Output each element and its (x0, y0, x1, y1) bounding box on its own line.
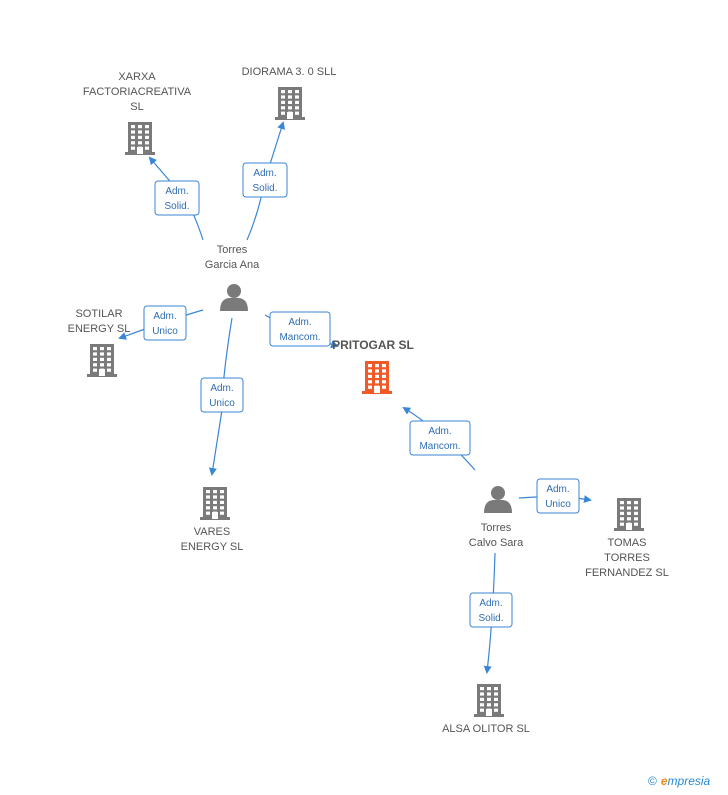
person-icon (484, 486, 512, 513)
edge-label-box (469, 592, 513, 628)
node-label: Torres (217, 244, 248, 256)
node-vares[interactable]: VARES ENERGY SL (181, 487, 244, 553)
node-alsa[interactable]: ALSA OLITOR SL (442, 684, 530, 735)
edge-label-box (269, 311, 331, 347)
node-label: XARXA (118, 71, 156, 83)
edge-label-text: Mancom. (419, 441, 460, 452)
edge-label-ana-diorama[interactable]: Adm. Solid. (242, 162, 288, 198)
node-label: ENERGY SL (181, 541, 244, 553)
node-label: TORRES (604, 552, 650, 564)
node-xarxa[interactable]: XARXA FACTORIACREATIVA SL (83, 71, 192, 155)
edge-label-ana-sotilar[interactable]: Adm. Unico (143, 305, 187, 341)
node-label: FACTORIACREATIVA (83, 86, 192, 98)
building-icon (125, 122, 155, 155)
edge-label-text: Solid. (252, 183, 277, 194)
node-diorama[interactable]: DIORAMA 3. 0 SLL (242, 66, 337, 120)
edge-label-sara-pritogar[interactable]: Adm. Mancom. (409, 420, 471, 456)
building-icon (614, 498, 644, 531)
edge-label-text: Unico (545, 499, 571, 510)
edge-label-text: Solid. (164, 201, 189, 212)
edge-label-text: Adm. (428, 426, 451, 437)
building-icon (474, 684, 504, 717)
edge-label-text: Solid. (478, 613, 503, 624)
building-icon (362, 361, 392, 394)
edge-label-text: Adm. (210, 383, 233, 394)
edge-label-text: Adm. (153, 311, 176, 322)
edge-label-ana-vares[interactable]: Adm. Unico (200, 377, 244, 413)
edge-label-sara-tomas[interactable]: Adm. Unico (536, 478, 580, 514)
node-label: SL (130, 101, 143, 113)
edge-label-box (242, 162, 288, 198)
edge-label-text: Unico (152, 326, 178, 337)
node-label: Torres (481, 522, 512, 534)
empresia-logo: ©empresia (648, 774, 711, 788)
node-tomas[interactable]: TOMAS TORRES FERNANDEZ SL (585, 498, 669, 579)
edge-label-box (536, 478, 580, 514)
node-pritogar[interactable]: PRITOGAR SL (332, 338, 414, 394)
node-label: ENERGY SL (68, 323, 131, 335)
edge-label-ana-xarxa[interactable]: Adm. Solid. (154, 180, 200, 216)
node-label: VARES (194, 526, 230, 538)
node-label: DIORAMA 3. 0 SLL (242, 66, 337, 78)
node-label: TOMAS (608, 537, 647, 549)
node-sotilar[interactable]: SOTILAR ENERGY SL (68, 308, 131, 377)
node-label: PRITOGAR SL (332, 338, 414, 352)
edge-label-box (143, 305, 187, 341)
node-label: SOTILAR (75, 308, 122, 320)
edge-label-box (200, 377, 244, 413)
building-icon (87, 344, 117, 377)
edge-label-sara-alsa[interactable]: Adm. Solid. (469, 592, 513, 628)
edge-label-text: Adm. (253, 168, 276, 179)
building-icon (200, 487, 230, 520)
edge-label-box (154, 180, 200, 216)
edge-label-ana-pritogar[interactable]: Adm. Mancom. (269, 311, 331, 347)
node-label: Garcia Ana (205, 259, 260, 271)
edge-label-text: Adm. (288, 317, 311, 328)
node-label: ALSA OLITOR SL (442, 723, 530, 735)
edge-label-text: Unico (209, 398, 235, 409)
person-icon (220, 284, 248, 311)
node-label: Calvo Sara (469, 537, 524, 549)
node-label: FERNANDEZ SL (585, 567, 669, 579)
edge-label-box (409, 420, 471, 456)
edge-label-text: Mancom. (279, 332, 320, 343)
edge-label-text: Adm. (546, 484, 569, 495)
building-icon (275, 87, 305, 120)
edge-label-text: Adm. (165, 186, 188, 197)
edge-label-text: Adm. (479, 598, 502, 609)
